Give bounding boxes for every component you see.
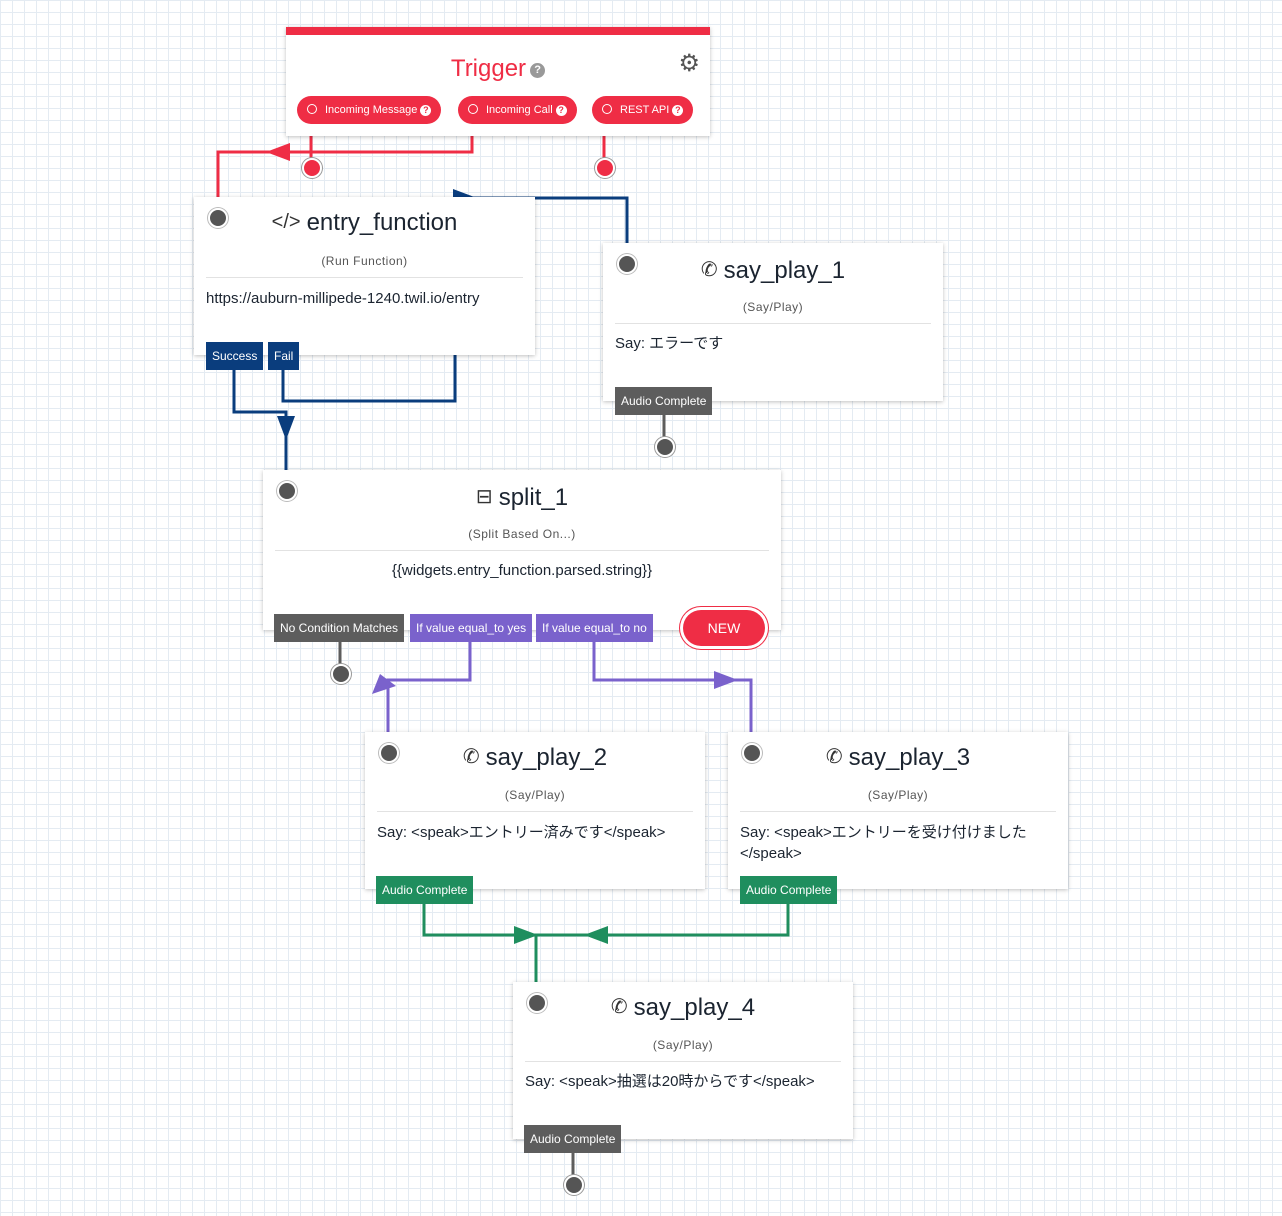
widget-subtitle: (Say/Play): [504, 788, 566, 802]
widget-title: ✆say_play_2: [365, 744, 705, 772]
divider: [275, 550, 769, 551]
divider: [615, 323, 931, 324]
audio-complete-endpoint[interactable]: [564, 1175, 584, 1195]
circle-icon: [307, 104, 317, 114]
widget-title: ✆say_play_4: [513, 994, 853, 1022]
wire-arrow: [266, 143, 290, 161]
input-dot[interactable]: [617, 254, 637, 274]
phone-icon: ✆: [610, 996, 628, 1018]
widget-body: {{widgets.entry_function.parsed.string}}: [391, 562, 653, 579]
code-icon: </>: [271, 211, 301, 233]
widget-subtitle: (Say/Play): [742, 300, 804, 314]
widget-body-line: Say: <speak>エントリーを受け付けました: [740, 824, 1027, 841]
widget-body-line: </speak>: [740, 845, 802, 862]
circle-icon: [602, 104, 612, 114]
transition-audio-complete[interactable]: Audio Complete: [615, 387, 713, 415]
trigger-button-label: Incoming Call: [486, 104, 553, 116]
input-dot[interactable]: [379, 743, 399, 763]
input-dot[interactable]: [208, 208, 228, 228]
input-dot[interactable]: [527, 993, 547, 1013]
transition-fail[interactable]: Fail: [268, 342, 300, 370]
widget-body: Say: エラーです: [615, 335, 724, 352]
divider: [206, 277, 523, 278]
circle-icon: [468, 104, 478, 114]
no-condition-endpoint[interactable]: [331, 664, 351, 684]
transition-equal-to-yes[interactable]: If value equal_to yes: [410, 614, 533, 642]
trigger-rest-api-button[interactable]: REST API?: [592, 96, 694, 124]
trigger-incoming-call-button[interactable]: Incoming Call?: [458, 96, 577, 124]
transition-audio-complete[interactable]: Audio Complete: [376, 876, 474, 904]
widget-body: Say: <speak>抽選は20時からです</speak>: [525, 1073, 815, 1090]
widget-body: Say: <speak>エントリーを受け付けました </speak>: [740, 822, 1056, 864]
wire-equal-no: [592, 642, 753, 732]
transition-audio-complete[interactable]: Audio Complete: [740, 876, 838, 904]
widget-entry-function[interactable]: </>entry_function (Run Function) https:/…: [194, 197, 535, 355]
incoming-message-endpoint[interactable]: [302, 158, 322, 178]
widget-subtitle: (Split Based On...): [468, 527, 576, 541]
divider: [525, 1061, 841, 1062]
divider: [740, 811, 1056, 812]
help-icon[interactable]: ?: [530, 63, 546, 78]
help-icon[interactable]: ?: [672, 105, 684, 116]
input-dot[interactable]: [742, 743, 762, 763]
widget-title-text: say_play_4: [633, 994, 756, 1021]
help-icon[interactable]: ?: [420, 105, 432, 116]
widget-title: ✆say_play_1: [603, 257, 943, 285]
widget-body: Say: <speak>エントリー済みです</speak>: [377, 824, 666, 841]
transition-success[interactable]: Success: [206, 342, 264, 370]
widget-title-text: say_play_1: [723, 257, 846, 284]
trigger-incoming-message-button[interactable]: Incoming Message?: [297, 96, 442, 124]
input-dot[interactable]: [277, 481, 297, 501]
trigger-widget[interactable]: Trigger? ⚙ Incoming Message? Incoming Ca…: [286, 27, 710, 136]
widget-subtitle: (Say/Play): [867, 788, 929, 802]
widget-title-text: entry_function: [306, 209, 458, 236]
wire-arrow: [714, 671, 738, 689]
widget-say-play-2[interactable]: ✆say_play_2 (Say/Play) Say: <speak>エントリー…: [365, 732, 705, 889]
trigger-button-label: REST API: [620, 104, 670, 116]
wire-arrow: [584, 926, 608, 944]
audio-complete-endpoint[interactable]: [655, 437, 675, 457]
widget-title: </>entry_function: [194, 209, 535, 237]
phone-icon: ✆: [700, 259, 718, 281]
help-icon[interactable]: ?: [555, 105, 567, 116]
widget-body: https://auburn-millipede-1240.twil.io/en…: [206, 290, 480, 307]
widget-title: ✆say_play_3: [728, 744, 1068, 772]
new-transition-button[interactable]: NEW: [683, 610, 765, 646]
widget-say-play-3[interactable]: ✆say_play_3 (Say/Play) Say: <speak>エントリー…: [728, 732, 1068, 889]
widget-title-text: split_1: [498, 484, 569, 511]
wire-arrow: [277, 416, 295, 440]
divider: [377, 811, 693, 812]
trigger-title-row: Trigger?: [286, 55, 710, 83]
wire-audio-complete-3: [536, 902, 790, 937]
gears-icon[interactable]: ⚙: [678, 50, 700, 77]
wire-success: [232, 368, 288, 470]
wire-arrow: [514, 926, 538, 944]
widget-title: ⊟split_1: [263, 484, 781, 512]
transition-equal-to-no[interactable]: If value equal_to no: [536, 614, 653, 642]
transition-audio-complete[interactable]: Audio Complete: [524, 1125, 622, 1153]
rest-api-endpoint[interactable]: [595, 158, 615, 178]
split-icon: ⊟: [475, 486, 493, 508]
widget-split-1[interactable]: ⊟split_1 (Split Based On...) {{widgets.e…: [263, 470, 781, 630]
phone-icon: ✆: [825, 746, 843, 768]
widget-subtitle: (Say/Play): [652, 1038, 714, 1052]
phone-icon: ✆: [462, 746, 480, 768]
transition-no-condition-matches[interactable]: No Condition Matches: [274, 614, 405, 642]
trigger-button-label: Incoming Message: [325, 104, 418, 116]
wire-arrow: [372, 674, 396, 694]
widget-say-play-1[interactable]: ✆say_play_1 (Say/Play) Say: エラーです: [603, 243, 943, 401]
trigger-title: Trigger: [450, 55, 527, 82]
widget-title-text: say_play_3: [848, 744, 971, 771]
widget-say-play-4[interactable]: ✆say_play_4 (Say/Play) Say: <speak>抽選は20…: [513, 982, 853, 1139]
widget-subtitle: (Run Function): [321, 254, 408, 268]
wire-audio-complete-2: [422, 902, 538, 982]
widget-title-text: say_play_2: [485, 744, 608, 771]
wire-equal-yes: [386, 642, 472, 732]
